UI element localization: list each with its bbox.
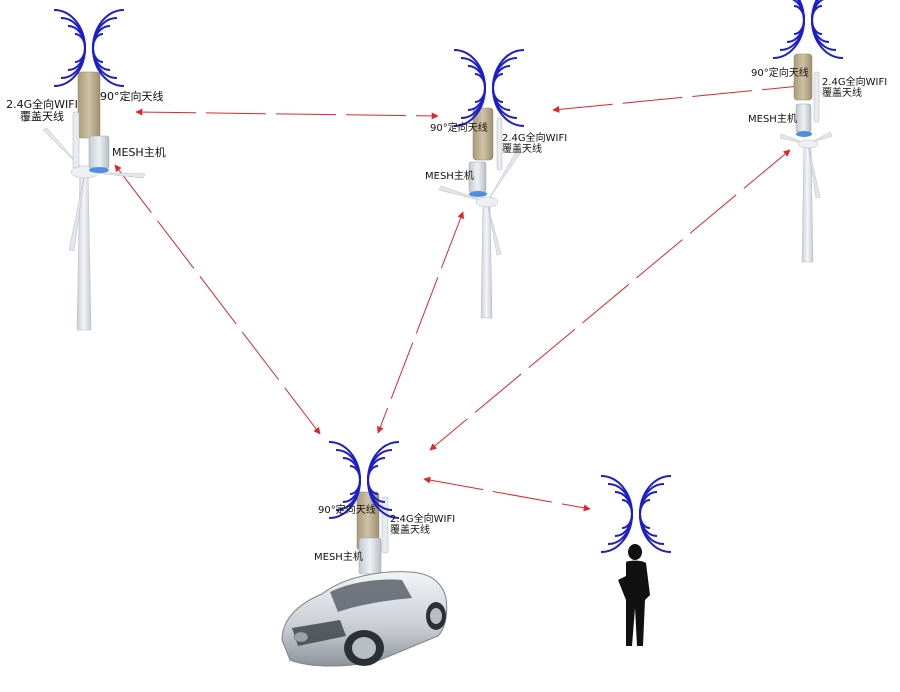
omni-antenna-icon [72,111,80,169]
signal-waves-icon [53,9,125,87]
label-left-antenna90: 90°定向天线 [100,90,164,103]
label-left-mesh: MESH主机 [112,146,166,159]
link-middle-right [552,83,801,113]
omni-antenna-icon [496,117,503,171]
links [114,83,801,512]
wind-turbine-icon [779,131,833,263]
turbine-right [772,0,844,263]
mesh-box-icon [88,135,110,173]
wind-turbine-icon [438,149,522,319]
label-middle-wifi-line1: 2.4G全向WIFI [502,133,568,144]
signal-waves-icon [328,441,400,519]
turbine-left [42,9,146,331]
label-middle-mesh: MESH主机 [425,171,474,182]
mesh-box-icon [468,161,487,197]
omni-antenna-icon [813,71,820,123]
omni-antenna-icon [381,496,389,554]
label-car-antenna90: 90°定向天线 [318,505,376,516]
label-right-antenna90: 90°定向天线 [751,68,809,79]
person-node [600,475,672,646]
label-left-wifi-line2: 覆盖天线 [20,110,64,123]
link-left-middle [135,108,439,120]
label-left-wifi-line1: 2.4G全向WIFI [6,98,78,111]
signal-waves-icon [600,475,672,553]
wind-turbine-icon [42,127,146,331]
label-right-wifi-line1: 2.4G全向WIFI [822,77,888,88]
directional-antenna-icon [793,53,813,101]
label-car-wifi-line2: 覆盖天线 [390,525,430,536]
link-car-person [423,476,591,512]
vehicle-node [281,441,448,667]
label-right-wifi-line2: 覆盖天线 [822,88,862,99]
label-car-mesh: MESH主机 [314,552,363,563]
label-right-mesh: MESH主机 [748,114,797,125]
signal-waves-icon [772,0,844,59]
person-icon [618,544,650,646]
car-icon [281,571,448,667]
label-middle-wifi-line2: 覆盖天线 [502,144,542,155]
directional-antenna-icon [472,107,494,161]
directional-antenna-icon [77,71,101,139]
link-right-car [429,149,791,451]
label-car-wifi-line1: 2.4G全向WIFI [390,514,456,525]
link-left-car [114,164,321,435]
link-middle-car [376,211,465,434]
label-right-wifi: 2.4G全向WIFI 覆盖天线 [822,77,887,99]
signal-waves-icon [453,49,525,127]
mesh-box-icon [795,103,812,137]
turbine-middle [438,49,525,319]
label-middle-antenna90: 90°定向天线 [430,123,488,134]
label-left-wifi: 2.4G全向WIFI 覆盖天线 [6,99,78,123]
label-car-wifi: 2.4G全向WIFI 覆盖天线 [390,514,455,536]
label-middle-wifi: 2.4G全向WIFI 覆盖天线 [502,133,567,155]
